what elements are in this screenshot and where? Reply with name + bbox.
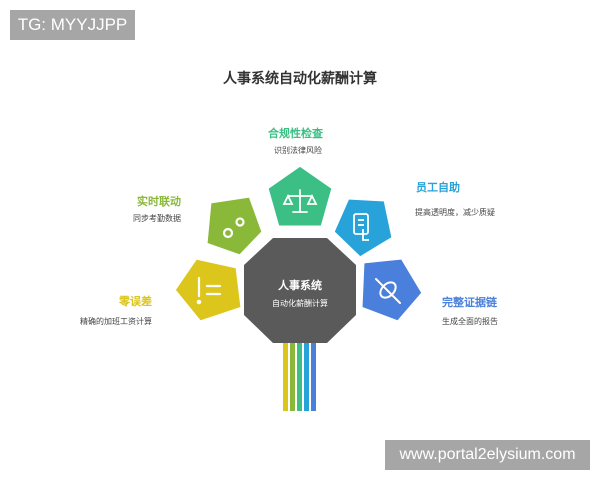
diagram-title: 人事系统自动化薪酬计算 [223, 71, 377, 87]
watermark-bottom-right: www.portal2elysium.com [385, 440, 590, 470]
node-zero-error-subtitle: 精确的加班工资计算 [80, 317, 152, 326]
watermark-top-left: TG: MYYJJPP [10, 10, 135, 40]
node-compliance-subtitle: 识别法律风险 [274, 146, 322, 155]
node-realtime-shape[interactable] [204, 194, 265, 258]
node-realtime-title: 实时联动 [137, 195, 181, 208]
gears-icon [222, 217, 245, 239]
stripe [290, 343, 295, 411]
node-evidence-title: 完整证据链 [442, 296, 497, 309]
node-zero-error-shape[interactable] [172, 256, 244, 324]
stripe [297, 343, 302, 411]
scale-icon [282, 189, 318, 213]
center-title: 人事系统 [278, 279, 322, 292]
stripe [304, 343, 309, 411]
node-realtime-subtitle: 同步考勤数据 [133, 214, 181, 223]
touch-panel-icon [353, 213, 369, 241]
not-equal-icon [196, 276, 222, 305]
stripes [283, 343, 316, 411]
unlink-icon [375, 278, 401, 304]
node-evidence-shape[interactable] [359, 256, 425, 324]
node-evidence-subtitle: 生成全面的报告 [442, 317, 498, 326]
node-zero-error-title: 零误差 [119, 295, 152, 308]
center-octagon[interactable] [244, 238, 356, 343]
node-compliance-shape[interactable] [265, 163, 335, 229]
node-compliance-title: 合规性检查 [268, 127, 323, 140]
node-self-service-title: 员工自助 [416, 181, 460, 194]
node-self-service-shape[interactable] [331, 196, 395, 260]
stripe [283, 343, 288, 411]
stripe [311, 343, 316, 411]
node-self-service-subtitle: 提高透明度，减少质疑 [415, 208, 495, 217]
center-subtitle: 自动化薪酬计算 [272, 299, 328, 308]
